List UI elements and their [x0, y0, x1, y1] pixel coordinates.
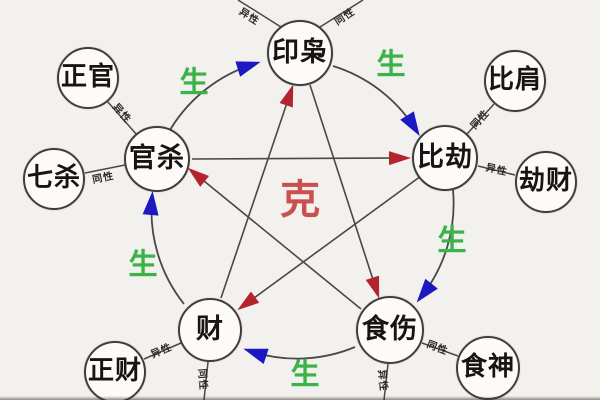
- arc-cai-to-guansha: [142, 191, 185, 305]
- polarity-shishang-down-line: 异性: [375, 369, 389, 393]
- photo-bottom-edge: [0, 396, 600, 400]
- sheng-label-right: 生: [437, 223, 467, 257]
- line-shishen-shishang: [421, 342, 459, 357]
- line-shishang-overcomes-guansha: [187, 167, 362, 310]
- ke-center-label: 克: [280, 177, 320, 223]
- node-bijian: 比肩: [484, 50, 546, 112]
- arc-guansha-to-yinxiao: [169, 61, 261, 131]
- node-bijie-label: 比劫: [417, 141, 473, 173]
- node-shishang-label: 食伤: [362, 313, 418, 345]
- polarity-cai-down-line: 同性: [195, 368, 209, 391]
- line-bijian-bijie: [466, 103, 495, 135]
- node-cai-label: 财: [196, 313, 224, 345]
- generate-cycle-arcs: [142, 61, 455, 364]
- line-yinxiao-up-left: [237, 0, 282, 28]
- line-jiecai-bijie: [477, 165, 516, 176]
- node-zhengguan-label: 正官: [60, 62, 115, 92]
- node-zhengcai-label: 正财: [87, 356, 142, 386]
- node-bijian-label: 比肩: [487, 65, 542, 95]
- arc-bijie-to-shishang: [416, 189, 455, 303]
- overcome-cycle-star: [187, 84, 422, 311]
- line-yinxiao-overcomes-shishang: [309, 84, 380, 299]
- node-cai: 财: [178, 298, 242, 362]
- node-yinxiao: 印枭: [267, 20, 333, 86]
- line-bijie-overcomes-cai: [237, 175, 422, 311]
- node-jiecai: 劫财: [515, 151, 577, 213]
- node-qisha-label: 七杀: [26, 163, 81, 193]
- node-qisha: 七杀: [23, 148, 85, 210]
- node-zhengcai: 正财: [84, 341, 146, 400]
- sheng-label-top-left: 生: [179, 65, 209, 99]
- node-guansha-label: 官杀: [129, 142, 185, 174]
- satellite-connectors: [84, 0, 516, 400]
- node-yinxiao-label: 印枭: [272, 36, 328, 68]
- line-shishang-down: [383, 363, 389, 400]
- node-shishang: 食伤: [356, 296, 424, 364]
- sheng-label-left: 生: [128, 247, 158, 281]
- node-shishen: 食神: [456, 336, 520, 400]
- line-zhengguan-guansha: [106, 100, 138, 136]
- node-shishen-label: 食神: [460, 352, 515, 382]
- line-qisha-guansha: [84, 164, 126, 174]
- line-guansha-overcomes-bijie: [191, 151, 411, 166]
- node-jiecai-label: 劫财: [518, 166, 573, 196]
- sheng-label-top-right: 生: [376, 47, 406, 81]
- sheng-label-bottom: 生: [290, 357, 320, 391]
- line-cai-overcomes-yinxiao: [220, 84, 294, 299]
- arc-yinxiao-to-bijie: [332, 65, 420, 136]
- arc-shishang-to-cai: [243, 346, 356, 364]
- node-zhengguan: 正官: [57, 47, 119, 109]
- line-cai-down: [203, 361, 209, 400]
- node-bijie: 比劫: [412, 125, 478, 191]
- node-guansha: 官杀: [124, 126, 190, 192]
- line-zhengcai-cai: [143, 342, 182, 360]
- line-yinxiao-up-right: [319, 0, 364, 28]
